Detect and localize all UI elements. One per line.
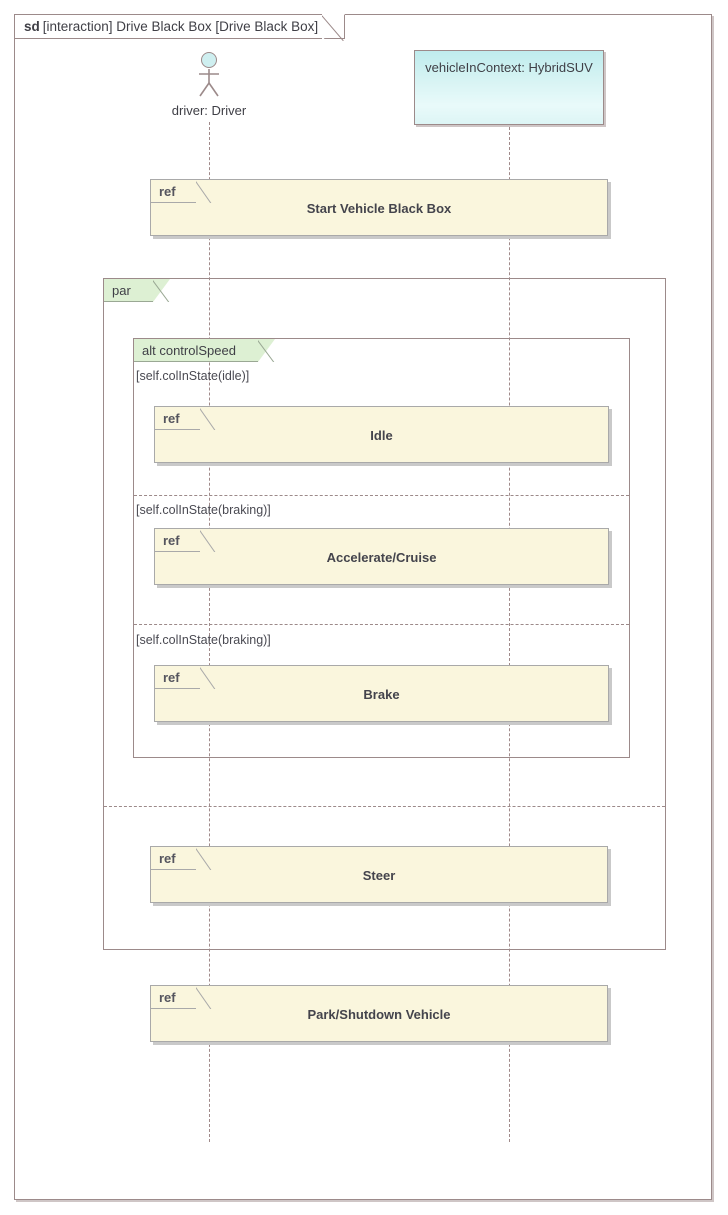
ref-title: Start Vehicle Black Box	[306, 201, 452, 216]
alt-operand-divider-2	[134, 624, 629, 625]
alt-guard-3: [self.colInState(braking)]	[136, 633, 271, 647]
fragment-alt-tab-fold	[257, 339, 275, 362]
ref-title: Idle	[370, 428, 393, 443]
alt-guard-1: [self.colInState(idle)]	[136, 369, 250, 383]
diagram-frame-label: sd [interaction] Drive Black Box [Drive …	[14, 14, 346, 41]
ref-keyword-tab: ref	[151, 180, 212, 203]
fragment-par[interactable]: par	[103, 278, 666, 950]
ref-keyword-tab: ref	[151, 986, 212, 1009]
actor-head-icon	[201, 52, 217, 68]
ref-keyword: ref	[163, 532, 180, 548]
fragment-par-label: par	[112, 282, 131, 298]
ref-title: Brake	[363, 687, 400, 702]
ref-tab-fold	[195, 847, 212, 870]
fragment-par-tab-fold	[152, 279, 170, 302]
ref-tab-fold	[195, 986, 212, 1009]
frame-label-keyword: sd	[24, 19, 40, 34]
ref-start-vehicle-black-box[interactable]: ref Start Vehicle Black Box	[150, 179, 608, 236]
ref-keyword: ref	[159, 850, 176, 866]
alt-guard-2: [self.colInState(braking)]	[136, 503, 271, 517]
fragment-alt-controlspeed[interactable]: alt controlSpeed	[133, 338, 630, 758]
ref-brake[interactable]: ref Brake	[154, 665, 609, 722]
ref-keyword: ref	[163, 669, 180, 685]
alt-operand-divider-1	[134, 495, 629, 496]
lifeline-head-vehicleInContext[interactable]: vehicleInContext: HybridSUV	[414, 50, 604, 125]
frame-label-corner-fold	[322, 14, 346, 41]
lifeline-label-driver: driver: Driver	[171, 103, 247, 118]
ref-title: Accelerate/Cruise	[326, 550, 437, 565]
ref-keyword: ref	[163, 410, 180, 426]
actor-body-icon	[199, 69, 219, 97]
fragment-par-tab: par	[104, 279, 170, 302]
ref-keyword-tab: ref	[151, 847, 212, 870]
ref-steer[interactable]: ref Steer	[150, 846, 608, 903]
fragment-alt-tab: alt controlSpeed	[134, 339, 275, 362]
ref-tab-fold	[199, 666, 216, 689]
ref-accelerate-cruise[interactable]: ref Accelerate/Cruise	[154, 528, 609, 585]
ref-idle[interactable]: ref Idle	[154, 406, 609, 463]
ref-keyword-tab: ref	[155, 407, 216, 430]
ref-tab-fold	[199, 407, 216, 430]
ref-keyword: ref	[159, 989, 176, 1005]
ref-keyword: ref	[159, 183, 176, 199]
lifeline-driver	[209, 122, 210, 1142]
actor-driver-figure	[193, 52, 225, 100]
par-operand-divider	[104, 806, 665, 807]
ref-tab-fold	[195, 180, 212, 203]
ref-keyword-tab: ref	[155, 666, 216, 689]
lifeline-label-vehicleInContext: vehicleInContext: HybridSUV	[425, 60, 593, 75]
ref-tab-fold	[199, 529, 216, 552]
lifeline-vehicleInContext	[509, 127, 510, 1142]
ref-keyword-tab: ref	[155, 529, 216, 552]
ref-title: Steer	[362, 868, 396, 883]
ref-title: Park/Shutdown Vehicle	[307, 1007, 451, 1022]
fragment-alt-label: alt controlSpeed	[142, 342, 236, 358]
frame-label-text: [interaction] Drive Black Box [Drive Bla…	[42, 19, 319, 34]
ref-park-shutdown-vehicle[interactable]: ref Park/Shutdown Vehicle	[150, 985, 608, 1042]
